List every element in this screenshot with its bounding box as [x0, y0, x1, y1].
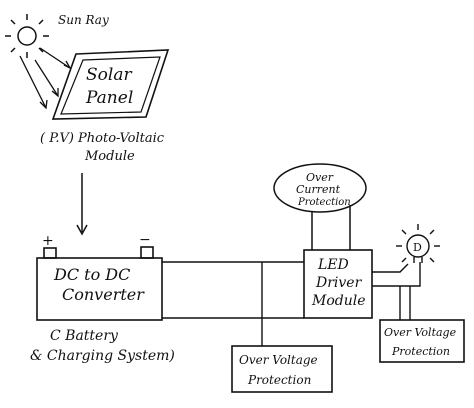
- over-current-protection-oval: [273, 163, 367, 250]
- ovp-right-line2: Protection: [391, 345, 450, 358]
- led-bulb-icon: [396, 224, 440, 263]
- pv-module-label-line1: ( P.V) Photo-Voltaic: [40, 131, 165, 146]
- led-driver-box: [303, 249, 373, 319]
- ovp-left-box: [231, 345, 333, 393]
- converter-label-line2: Converter: [62, 285, 145, 304]
- ovp-left-line1: Over Voltage: [239, 353, 318, 367]
- converter-label-line1: DC to DC: [53, 265, 130, 284]
- pv-module-label-line2: Module: [84, 149, 135, 164]
- led-driver-line1: LED: [317, 257, 349, 273]
- ovp-right-box: [379, 319, 465, 363]
- over-current-line1: Over: [306, 171, 334, 184]
- led-driver-line2: Driver: [315, 275, 363, 291]
- solar-panel: [51, 49, 170, 120]
- ovp-left-line2: Protection: [247, 373, 311, 387]
- battery-caption-line1: C Battery: [50, 328, 119, 344]
- battery-negative-terminal: −: [139, 232, 151, 248]
- led-driver-line3: Module: [311, 293, 366, 309]
- sun-ray-label: Sun Ray: [58, 13, 109, 27]
- sun-icon: [5, 14, 49, 58]
- panel-to-battery-arrow: [76, 173, 88, 236]
- over-current-line3: Protection: [297, 197, 351, 208]
- battery-positive-terminal: +: [42, 233, 54, 249]
- driver-to-bulb-wires: [372, 262, 421, 320]
- converter-to-driver-wires: [162, 261, 304, 346]
- solar-panel-line1: Solar: [86, 65, 132, 85]
- battery-converter-box: [36, 246, 163, 321]
- over-current-line2: Current: [296, 183, 341, 196]
- sun-ray-arrows: [19, 47, 72, 110]
- ovp-right-line1: Over Voltage: [384, 326, 457, 339]
- bulb-label: D: [413, 241, 422, 254]
- battery-caption-line2: & Charging System): [30, 348, 175, 364]
- solar-panel-line2: Panel: [85, 88, 133, 108]
